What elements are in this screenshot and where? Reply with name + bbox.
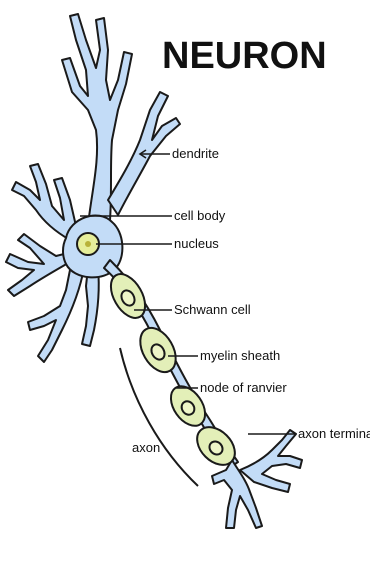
label-myelin-sheath: myelin sheath [200, 348, 280, 363]
dendrite-left [12, 164, 76, 240]
diagram-title: NEURON [162, 35, 327, 77]
label-node-of-ranvier: node of ranvier [200, 380, 287, 395]
label-axon-terminal: axon terminal [298, 426, 370, 441]
label-cell-body: cell body [174, 208, 226, 223]
dendrite-lower-left [6, 234, 72, 296]
label-schwann-cell: Schwann cell [174, 302, 251, 317]
nucleus [77, 233, 99, 255]
label-dendrite: dendrite [172, 146, 219, 161]
label-axon: axon [132, 440, 160, 455]
dendrite-bottom-right [82, 268, 99, 346]
label-nucleus: nucleus [174, 236, 219, 251]
